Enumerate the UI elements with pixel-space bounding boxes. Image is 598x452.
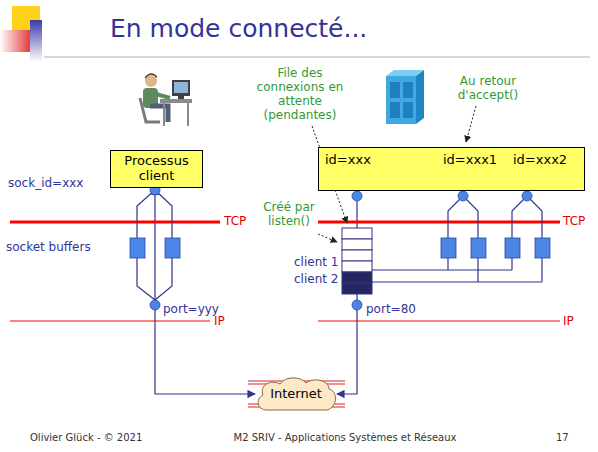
leader-line [318,234,337,242]
port-label: port=80 [366,302,416,316]
socket-wire [511,258,512,270]
socket-wire [372,281,542,282]
pending-queue [342,228,372,239]
title-decoration [44,57,590,58]
queue-entry: client 2 [294,272,338,286]
callout-note: File des connexions en attente (pendante… [248,66,352,122]
server-icon [390,102,400,118]
pending-queue [342,283,372,294]
ip-layer-line [10,321,210,322]
pending-queue [342,239,372,250]
server-icon [390,82,400,98]
node-text: id=xxx2 [513,153,567,168]
pending-queue [342,261,372,272]
socket-buffer [441,238,456,258]
socket-id: sock_id=xxx [8,176,83,190]
socket-point [458,191,468,201]
port-label: port=yyy [163,302,219,316]
pending-queue [342,272,372,283]
socket-buffer [130,238,550,258]
socket-point [150,300,160,310]
network-path [155,188,255,394]
title-decoration [0,6,590,62]
leader-line [466,106,476,142]
server-icon [403,102,413,118]
user-icon [150,106,168,122]
ip-layer-line [318,321,560,322]
title-decoration [0,30,32,52]
socket-wire [137,190,542,300]
socket-wire [512,196,527,238]
layer-name: IP [563,314,574,328]
socket-point [352,191,362,201]
slide-title: En mode connecté... [110,14,367,43]
socket-wire [477,258,478,282]
server-icon [386,76,416,124]
node-text: id=xxx1 [443,153,497,168]
process-box: Processus client [110,150,203,188]
socket-wire [527,196,542,238]
pending-queue [342,250,372,261]
socket-wire [137,258,155,300]
footer-author: Olivier Glück - © 2021 [30,432,142,444]
tcp-layer-line [318,221,560,224]
user-icon [172,80,190,96]
queue-entry: client 1 [294,255,338,269]
tcp-layer-line [10,221,220,224]
server-icon [403,82,413,98]
pending-queue [342,228,372,294]
socket-buffer [535,238,550,258]
callout-note: Créé par listen() [262,200,316,228]
node-text: Processus client [115,154,198,184]
user-icon [187,103,189,126]
socket-point [150,185,532,310]
user-icon [178,96,184,99]
ip-layer-line [10,321,560,322]
socket-buffer [165,238,180,258]
layer-name: TCP [563,214,585,228]
socket-wire [463,196,478,238]
socket-buffer [505,238,520,258]
socket-point [522,191,532,201]
page-number: 17 [556,432,569,444]
user-icon [160,99,192,103]
server-icon [386,70,424,124]
internet-cloud: Internet [255,376,337,412]
socket-wire [448,196,463,238]
title-decoration [30,20,42,62]
server-process-box: id=xxx id=xxx1 id=xxx2 [318,147,585,191]
node-text: Internet [270,387,322,402]
socket-wire [155,258,172,300]
footer-course: M2 SRIV - Applications Systèmes et Résea… [200,432,490,444]
cloud-outline [258,378,335,410]
socket-wire [447,258,448,270]
socket-buffer [471,238,486,258]
socket-point [352,300,362,310]
user-icon [174,82,188,93]
callout-note: Au retour d'accept() [440,74,536,102]
server-icon [416,70,424,124]
socket-wire [155,190,172,238]
layer-name: TCP [224,214,246,228]
user-icon [156,94,170,98]
socket-wire [541,258,542,282]
socket-wire [137,190,155,238]
socket-wire [372,269,512,270]
node-text: id=xxx [325,153,371,168]
layer-name: IP [214,314,225,328]
user-icon [145,73,157,79]
user-icon [163,103,165,126]
buffer-label: socket buffers [6,240,91,254]
socket-buffer [130,238,145,258]
user-icon [140,73,192,126]
